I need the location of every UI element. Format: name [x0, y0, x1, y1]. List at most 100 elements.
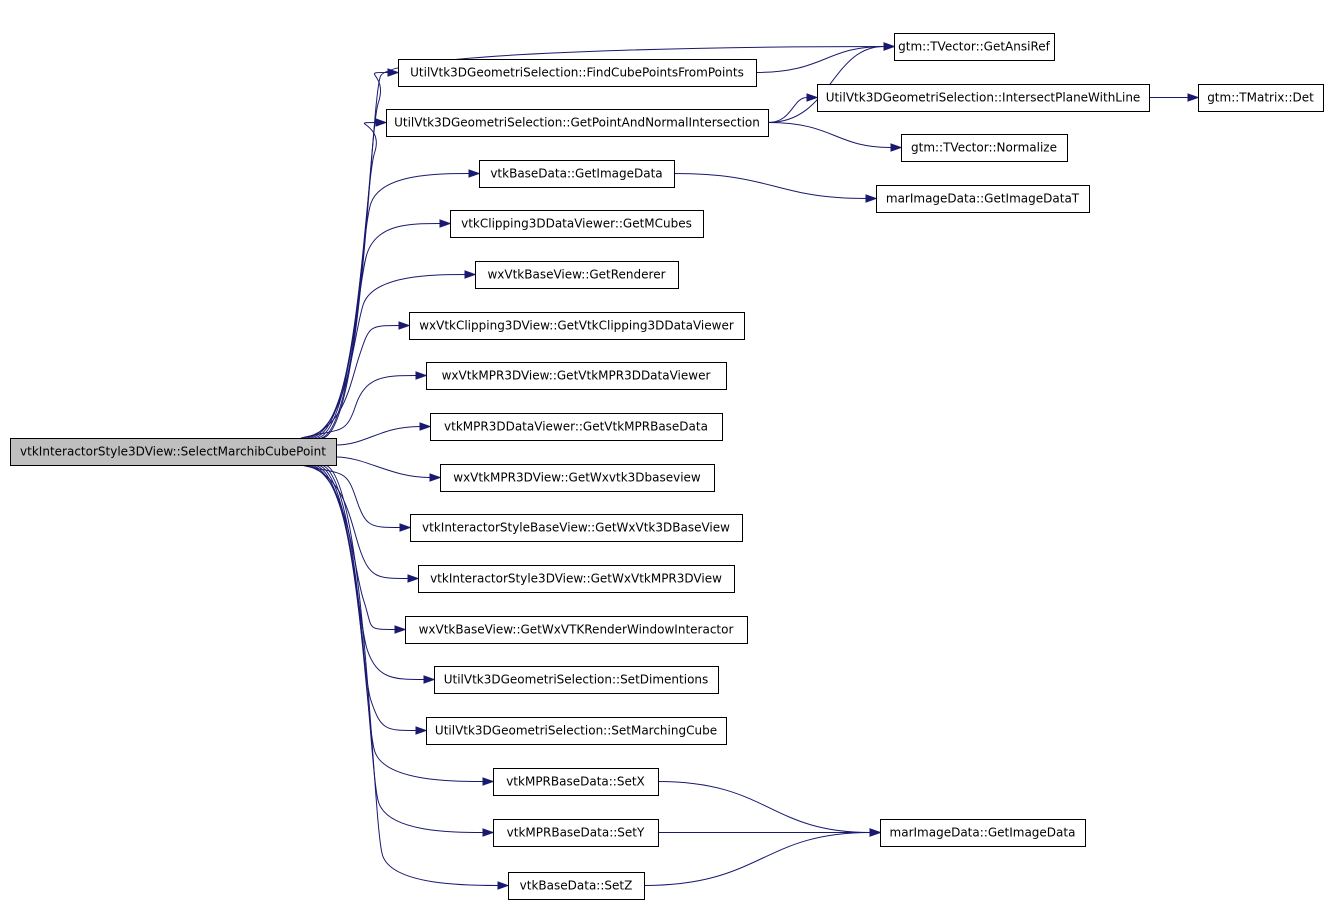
- node-mprviewer[interactable]: wxVtkMPR3DView::GetVtkMPR3DDataViewer: [426, 362, 727, 390]
- node-box: [450, 210, 704, 238]
- node-label: marImageData::GetImageData: [890, 826, 1076, 840]
- edge-line: [321, 72, 389, 439]
- node-label: UtilVtk3DGeometriSelection::IntersectPla…: [826, 91, 1141, 105]
- node-clipviewer[interactable]: wxVtkClipping3DView::GetVtkClipping3DDat…: [409, 312, 745, 340]
- edge-root-to-mprbasedata: [335, 422, 432, 446]
- edge-root-to-clipviewer: [304, 321, 411, 439]
- edge-arrowhead-icon: [869, 828, 882, 837]
- node-setmc[interactable]: UtilVtk3DGeometriSelection::SetMarchingC…: [426, 717, 727, 745]
- node-ansi[interactable]: gtm::TVector::GetAnsiRef: [894, 33, 1055, 61]
- node-box: [440, 464, 715, 492]
- node-box: [479, 160, 675, 188]
- edge-arrowhead-icon: [865, 194, 878, 203]
- node-label: vtkMPR3DDataViewer::GetVtkMPRBaseData: [444, 420, 708, 434]
- nodes-layer: vtkInteractorStyle3DView::SelectMarchibC…: [10, 33, 1324, 900]
- node-mprbasedata[interactable]: vtkMPR3DDataViewer::GetVtkMPRBaseData: [430, 413, 723, 441]
- edge-line: [657, 781, 871, 833]
- edge-pointnormal-to-normalize: [767, 122, 903, 152]
- edge-arrowhead-icon: [497, 881, 510, 890]
- node-label: marImageData::GetImageDataT: [886, 192, 1080, 206]
- node-findcube[interactable]: UtilVtk3DGeometriSelection::FindCubePoin…: [398, 59, 757, 87]
- edge-line: [673, 173, 867, 199]
- edge-root-to-pointnormal: [317, 118, 388, 439]
- edge-line: [300, 375, 417, 439]
- edge-setz-to-marget: [643, 828, 882, 886]
- edge-root-to-rwi: [307, 464, 407, 634]
- edge-line: [311, 464, 425, 680]
- node-normalize[interactable]: gtm::TVector::Normalize: [901, 134, 1068, 162]
- node-getimagedata[interactable]: vtkBaseData::GetImageData: [479, 160, 675, 188]
- edge-arrowhead-icon: [429, 473, 442, 482]
- node-setz[interactable]: vtkBaseData::SetZ: [508, 872, 645, 900]
- edge-line: [335, 426, 421, 446]
- edge-line: [643, 832, 871, 886]
- edge-root-to-renderer: [307, 270, 477, 439]
- node-setx[interactable]: vtkMPRBaseData::SetX: [493, 768, 659, 796]
- edge-arrowhead-icon: [482, 777, 495, 786]
- edge-arrowhead-icon: [890, 143, 903, 152]
- node-box: [901, 134, 1068, 162]
- node-label: vtkInteractorStyle3DView::SelectMarchibC…: [20, 445, 326, 459]
- node-rwi[interactable]: wxVtkBaseView::GetWxVTKRenderWindowInter…: [405, 616, 748, 644]
- edge-arrowhead-icon: [419, 422, 432, 431]
- node-det[interactable]: gtm::TMatrix::Det: [1198, 84, 1324, 112]
- edge-line: [314, 173, 470, 439]
- node-box: [894, 33, 1055, 61]
- edge-line: [767, 122, 892, 148]
- edge-line: [307, 274, 466, 439]
- node-box: [1198, 84, 1324, 112]
- node-box: [426, 717, 727, 745]
- node-label: gtm::TMatrix::Det: [1207, 91, 1314, 105]
- edge-arrowhead-icon: [883, 42, 896, 51]
- edge-arrowhead-icon: [407, 574, 420, 583]
- node-box: [508, 872, 645, 900]
- node-imagedatat[interactable]: marImageData::GetImageDataT: [876, 185, 1090, 213]
- edge-arrowhead-icon: [468, 169, 481, 178]
- edge-line: [755, 46, 885, 73]
- edge-arrowhead-icon: [387, 68, 400, 77]
- node-mcubes[interactable]: vtkClipping3DDataViewer::GetMCubes: [450, 210, 704, 238]
- node-pointnormal[interactable]: UtilVtk3DGeometriSelection::GetPointAndN…: [386, 109, 769, 137]
- edge-arrowhead-icon: [415, 371, 428, 380]
- node-wxvtk3dbaseview[interactable]: wxVtkMPR3DView::GetWxvtk3Dbaseview: [440, 464, 715, 492]
- node-box: [493, 768, 659, 796]
- node-label: vtkInteractorStyleBaseView::GetWxVtk3DBa…: [422, 521, 730, 535]
- edge-root-to-wxvtkmpr3d: [304, 464, 420, 583]
- node-label: UtilVtk3DGeometriSelection::SetDimention…: [444, 673, 709, 687]
- edge-line: [322, 46, 885, 439]
- edge-arrowhead-icon: [806, 93, 819, 102]
- edge-arrowhead-icon: [375, 118, 388, 127]
- node-sety[interactable]: vtkMPRBaseData::SetY: [493, 819, 659, 847]
- node-intersect[interactable]: UtilVtk3DGeometriSelection::IntersectPla…: [817, 84, 1150, 112]
- node-label: gtm::TVector::GetAnsiRef: [898, 40, 1051, 54]
- edge-root-to-mprviewer: [300, 371, 428, 439]
- node-label: vtkMPRBaseData::SetY: [507, 826, 645, 840]
- node-box: [398, 59, 757, 87]
- edge-sety-to-marget: [658, 828, 882, 837]
- node-wxvtk3dbase[interactable]: vtkInteractorStyleBaseView::GetWxVtk3DBa…: [410, 514, 743, 542]
- edge-arrowhead-icon: [1187, 93, 1200, 102]
- node-marget[interactable]: marImageData::GetImageData: [880, 819, 1086, 847]
- node-box: [405, 616, 748, 644]
- node-label: vtkMPRBaseData::SetX: [506, 775, 645, 789]
- edge-arrowhead-icon: [464, 270, 477, 279]
- node-root[interactable]: vtkInteractorStyle3DView::SelectMarchibC…: [10, 438, 337, 466]
- node-box: [409, 312, 745, 340]
- node-box: [434, 666, 719, 694]
- edge-arrowhead-icon: [394, 625, 407, 634]
- node-wxvtkmpr3d[interactable]: vtkInteractorStyle3DView::GetWxVtkMPR3DV…: [418, 565, 735, 593]
- edge-root-to-setmc: [314, 464, 428, 735]
- edge-arrowhead-icon: [423, 675, 436, 684]
- edge-line: [304, 325, 400, 439]
- node-renderer[interactable]: wxVtkBaseView::GetRenderer: [475, 261, 679, 289]
- edge-root-to-findcube: [321, 68, 400, 439]
- node-setdim[interactable]: UtilVtk3DGeometriSelection::SetDimention…: [434, 666, 719, 694]
- edge-pointnormal-to-intersect: [767, 93, 819, 123]
- edges-layer: [300, 42, 1200, 890]
- edge-line: [314, 464, 417, 731]
- edge-root-to-wxvtk3dbaseview: [335, 456, 442, 482]
- edge-line: [300, 464, 401, 528]
- edge-arrowhead-icon: [482, 828, 495, 837]
- node-label: vtkClipping3DDataViewer::GetMCubes: [461, 217, 692, 231]
